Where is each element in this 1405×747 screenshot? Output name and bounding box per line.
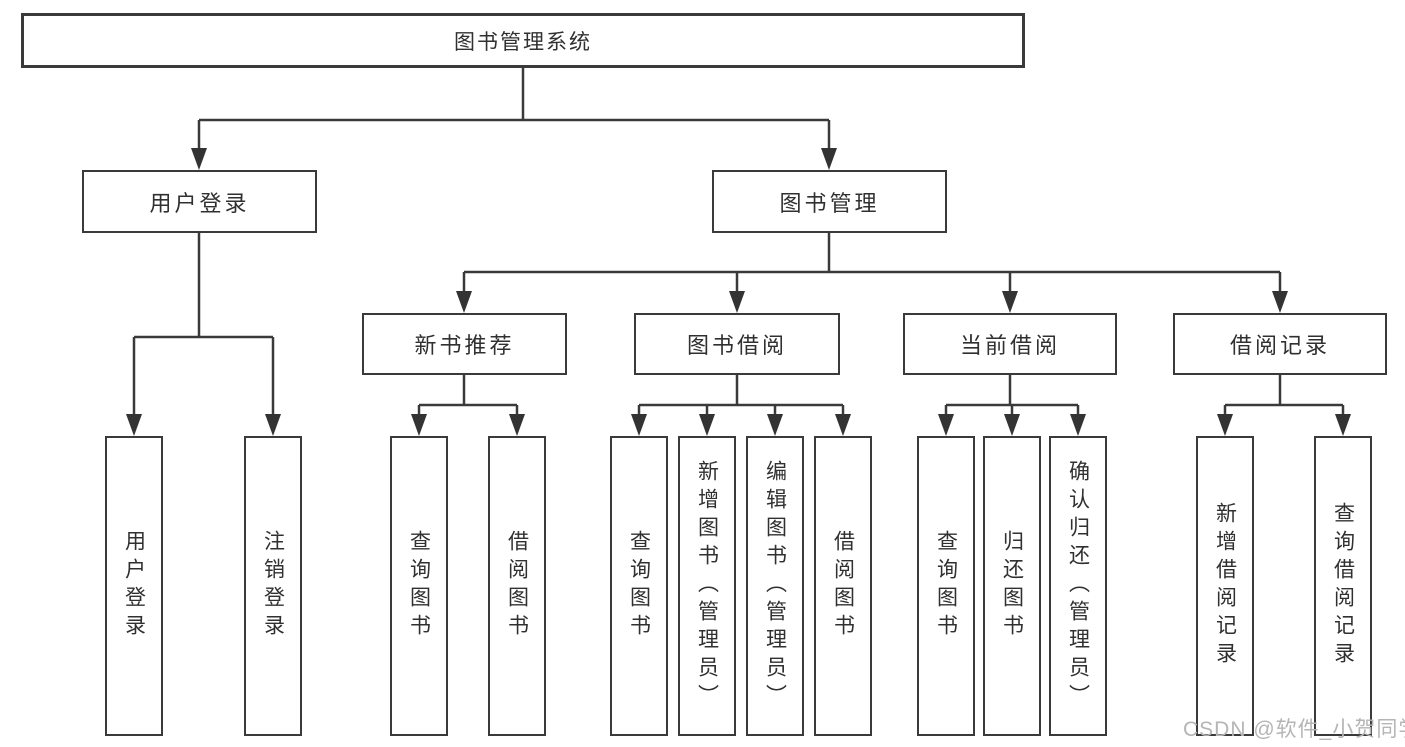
leaf-query-borrow-record-label: 查询借阅记录	[1331, 502, 1355, 670]
leaf-query-books-current-label: 查询图书	[934, 530, 958, 642]
leaf-logout: 注销登录	[244, 436, 302, 736]
leaf-user-login: 用户登录	[105, 436, 163, 736]
node-user-login-label: 用户登录	[149, 190, 250, 216]
leaf-add-borrow-record: 新增借阅记录	[1196, 436, 1254, 736]
leaf-edit-books-admin: 编辑图书（管理员）	[746, 436, 804, 736]
leaf-query-borrow-record: 查询借阅记录	[1314, 436, 1372, 736]
node-current-borrow-label: 当前借阅	[959, 333, 1060, 358]
leaf-borrow-books-recommend-label: 借阅图书	[505, 530, 529, 642]
leaf-query-books-current: 查询图书	[917, 436, 975, 736]
leaf-edit-books-admin-label: 编辑图书（管理员）	[763, 460, 787, 712]
leaf-query-books-borrow-label: 查询图书	[627, 530, 651, 642]
node-book-borrow: 图书借阅	[634, 313, 840, 375]
node-new-book-recommend: 新书推荐	[362, 313, 567, 375]
leaf-return-books-label: 归还图书	[1000, 530, 1024, 642]
leaf-add-books-admin: 新增图书（管理员）	[678, 436, 736, 736]
node-user-login: 用户登录	[82, 170, 317, 233]
csdn-watermark: CSDN @软件_小贺同学	[1183, 718, 1405, 741]
node-book-borrow-label: 图书借阅	[686, 333, 787, 358]
node-borrow-records: 借阅记录	[1173, 313, 1387, 375]
node-root-system: 图书管理系统	[21, 13, 1025, 68]
node-borrow-records-label: 借阅记录	[1229, 333, 1330, 358]
leaf-confirm-return-admin-label: 确认归还（管理员）	[1066, 460, 1090, 712]
node-current-borrow: 当前借阅	[903, 313, 1117, 375]
leaf-query-books-recommend-label: 查询图书	[407, 530, 431, 642]
leaf-query-books-recommend: 查询图书	[390, 436, 448, 736]
leaf-borrow-books-recommend: 借阅图书	[488, 436, 546, 736]
leaf-user-login-label: 用户登录	[122, 530, 146, 642]
leaf-add-borrow-record-label: 新增借阅记录	[1213, 502, 1237, 670]
leaf-query-books-borrow: 查询图书	[610, 436, 668, 736]
leaf-logout-label: 注销登录	[261, 530, 285, 642]
node-new-book-recommend-label: 新书推荐	[414, 333, 515, 358]
node-root-label: 图书管理系统	[454, 30, 592, 54]
leaf-borrow-books: 借阅图书	[814, 436, 872, 736]
leaf-return-books: 归还图书	[983, 436, 1041, 736]
leaf-confirm-return-admin: 确认归还（管理员）	[1049, 436, 1107, 736]
node-book-management-label: 图书管理	[779, 190, 880, 216]
leaf-add-books-admin-label: 新增图书（管理员）	[695, 460, 719, 712]
leaf-borrow-books-label: 借阅图书	[831, 530, 855, 642]
node-book-management: 图书管理	[712, 170, 947, 233]
